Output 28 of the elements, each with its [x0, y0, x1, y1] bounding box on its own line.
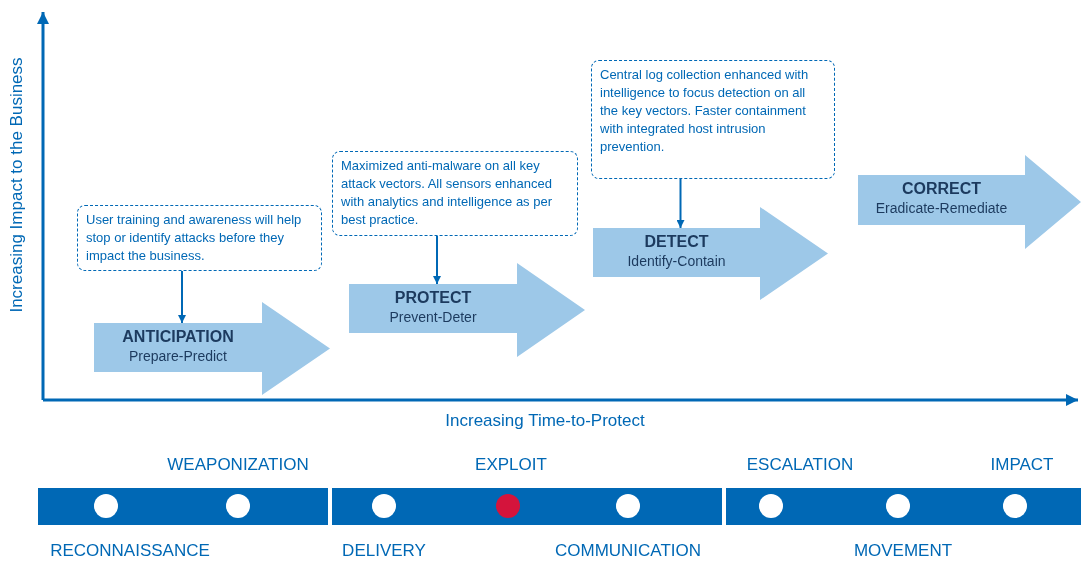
stage-title: ANTICIPATION: [121, 327, 235, 347]
stage-banner: [593, 207, 828, 300]
stage-label: RECONNAISSANCE: [50, 541, 210, 561]
stage-label: ESCALATION: [746, 455, 854, 475]
stage-banner: [94, 302, 330, 395]
stage-banner: [349, 263, 585, 357]
stage-label: MOVEMENT: [853, 541, 953, 561]
callout-box: Maximized anti-malware on all key attack vectors. All sensors enhanced with analytics and intelligence as per best practice.: [332, 151, 578, 236]
callout-box: User training and awareness will help stop or identify attacks before they impact the business.: [77, 205, 322, 271]
axis-title: Increasing Impact to the Business: [7, 57, 27, 313]
stage-title: PROTECT: [393, 288, 473, 308]
stage-subtitle: Identify-Contain: [626, 252, 727, 270]
stage-subtitle: Prepare-Predict: [127, 347, 228, 365]
stage-subtitle: Prevent-Deter: [388, 308, 478, 326]
stage-label: EXPLOIT: [475, 455, 547, 475]
stage-label: DELIVERY: [342, 541, 426, 561]
stage-banner: [858, 155, 1081, 249]
stage-title: DETECT: [643, 232, 710, 252]
stage-subtitle: Eradicate-Remediate: [874, 199, 1009, 217]
arrow: [676, 178, 685, 229]
arrow: [178, 270, 186, 324]
stage-label: IMPACT: [990, 455, 1054, 475]
callout-box: Central log collection enhanced with intelligence to focus detection on all the key vectors. Faster containment with integrated host intrusion prevention.: [591, 60, 835, 179]
stage-label: WEAPONIZATION: [167, 455, 309, 475]
stage-title: CORRECT: [900, 179, 983, 199]
axis-title: Increasing Time-to-Protect: [445, 411, 645, 431]
stage-label: COMMUNICATION: [554, 541, 702, 561]
arrow: [433, 235, 441, 285]
